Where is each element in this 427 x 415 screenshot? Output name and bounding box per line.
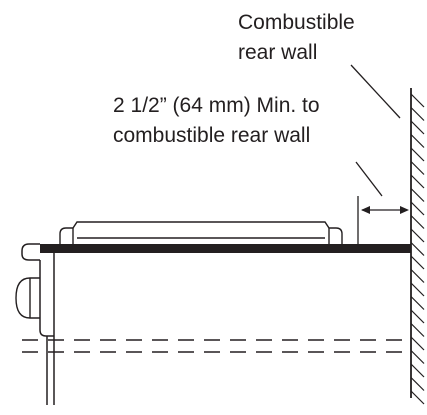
hatch-line: [410, 350, 425, 364]
front-trim: [21, 243, 40, 261]
hatch-line: [410, 201, 425, 216]
hatch-line: [410, 390, 425, 405]
hatch-line: [410, 269, 425, 283]
dimension-arrow-right: [400, 206, 409, 214]
control-knob: [15, 277, 40, 319]
hatch-line: [410, 134, 425, 148]
hatch-line: [410, 120, 425, 135]
grate-outline: [59, 221, 343, 244]
clearance-leader-line: [355, 161, 383, 197]
knob-body: [15, 277, 40, 319]
hatch-line: [410, 107, 425, 121]
cabinet: [46, 336, 55, 405]
hatch-line: [410, 93, 425, 108]
clearance-label-line1: 2 1/2” (64 mm) Min. to: [113, 94, 320, 117]
control-panel: [39, 253, 55, 337]
dimension-arrow-left: [361, 206, 370, 214]
clearance-dimension: [357, 196, 409, 244]
wall-label-line2: rear wall: [238, 41, 317, 64]
hatch-line: [410, 323, 425, 337]
hatch-line: [410, 188, 425, 202]
wall-hatching: [410, 93, 425, 405]
hatch-line: [410, 309, 425, 324]
hatch-line: [410, 363, 425, 378]
cooktop-grate: [59, 221, 343, 244]
hatch-line: [410, 215, 425, 229]
hatch-line: [410, 147, 425, 162]
wall-leader-line: [350, 64, 401, 119]
hatch-line: [410, 174, 425, 189]
wall-label-line1: Combustible: [238, 11, 355, 34]
panel-face: [39, 260, 54, 337]
hatch-line: [410, 296, 425, 310]
hatch-line: [410, 242, 425, 256]
hatch-line: [410, 282, 425, 297]
hatch-line: [410, 228, 425, 243]
cooktop-surface: [40, 244, 411, 253]
hatch-line: [410, 161, 425, 175]
clearance-label-line2: combustible rear wall: [113, 124, 310, 147]
combustible-rear-wall: [410, 88, 425, 405]
hatch-line: [410, 336, 425, 351]
hatch-line: [410, 255, 425, 270]
hatch-line: [410, 377, 425, 391]
